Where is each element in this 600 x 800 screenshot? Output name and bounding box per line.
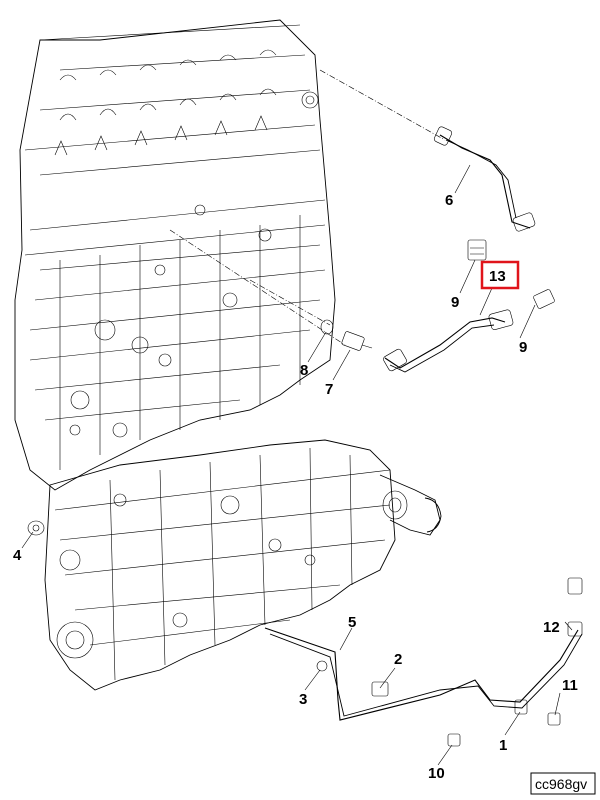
- pipe-13: [383, 309, 514, 373]
- callout-13-highlight-box: [480, 260, 520, 290]
- reference-code: cc968gv: [535, 776, 587, 792]
- reference-code-box: [530, 772, 596, 795]
- callout-12: 12: [543, 619, 560, 636]
- bolt-10: [447, 733, 461, 747]
- callout-9-upper: 9: [451, 294, 459, 311]
- callout-10: 10: [428, 765, 445, 782]
- clamp-1: [514, 699, 528, 715]
- callout-13: 13: [489, 268, 506, 285]
- callout-9-right: 9: [519, 339, 527, 356]
- fitting-7: [341, 331, 373, 351]
- callout-5: 5: [348, 614, 356, 631]
- clamp-2: [371, 681, 389, 697]
- lower-engine-block: [44, 439, 442, 691]
- callout-3: 3: [299, 691, 307, 708]
- callout-6: 6: [445, 192, 453, 209]
- upper-engine-block: [14, 19, 446, 491]
- washer-4: [27, 520, 45, 536]
- washer-3: [316, 660, 328, 672]
- callout-7: 7: [325, 381, 333, 398]
- pipe-5: [264, 627, 583, 721]
- callout-4: 4: [13, 547, 22, 564]
- callout-1: 1: [499, 737, 507, 754]
- leader-lines: [21, 164, 573, 766]
- fitting-9-upper: [467, 239, 487, 261]
- fitting-12: [567, 577, 583, 637]
- callout-2: 2: [394, 651, 402, 668]
- pipe-6: [433, 126, 536, 232]
- fitting-9-right: [533, 289, 555, 309]
- nut-11: [547, 712, 561, 726]
- callout-11: 11: [562, 677, 578, 694]
- washer-8: [320, 319, 334, 335]
- callout-8: 8: [300, 362, 308, 379]
